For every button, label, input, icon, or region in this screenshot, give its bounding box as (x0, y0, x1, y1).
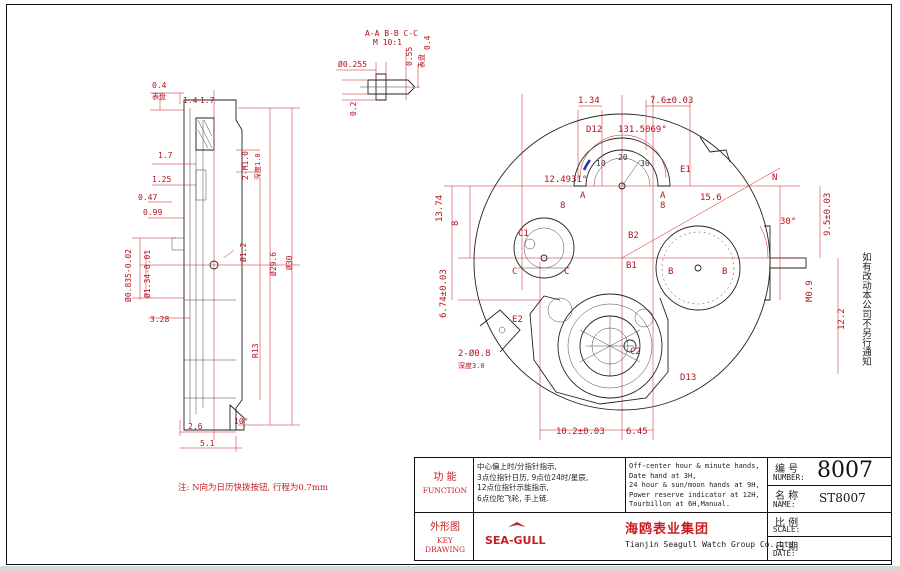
dim-8a: 8 (560, 201, 565, 211)
dim-13-74: 13.74 (435, 195, 445, 222)
dim-0-2: 0.2 (349, 101, 358, 116)
dim-1-34: 1.34 (578, 96, 600, 106)
dim-dial-label: 表盘 (152, 92, 166, 101)
side-note: 如有改动本公司不另行通知 (860, 252, 871, 366)
dim-30-deg: 30° (780, 217, 796, 227)
dim-5-1: 5.1 (200, 439, 215, 448)
dim-6-74: 6.74±0.03 (439, 269, 449, 318)
section-detail: A-A B-B C-C M 10:1 Ø0.255 0.55 0.4 0.2 表… (336, 29, 432, 116)
dim-10-deg: 10° (234, 417, 248, 426)
dim-angle-12: 12.4931° (544, 175, 587, 185)
dim-9-5: 9.5±0.03 (823, 193, 833, 236)
svg-text:30: 30 (640, 159, 650, 168)
company-en: Tianjin Seagull Watch Group Co.,Ltd (625, 540, 794, 549)
bottom-scrollbar-strip (0, 566, 900, 571)
label-n: N (772, 173, 777, 183)
description-cn: 中心偏上时/分指针指示, 3点位指针日历, 9点位24时/星辰, 12点位指针示… (477, 462, 589, 503)
function-cn: 功 能 (433, 472, 457, 483)
svg-text:10: 10 (596, 159, 606, 168)
scale-en: SCALE: (773, 525, 801, 534)
title-block: 功 能 FUNCTION 中心偏上时/分指针指示, 3点位指针日历, 9点位24… (414, 457, 892, 561)
dim-0-99: 0.99 (143, 208, 162, 217)
key-drawing-en: KEY DRAWING (425, 536, 465, 554)
dim-1-25: 1.25 (152, 175, 171, 184)
number-en: NUMBER: (773, 473, 805, 482)
number-value: 8007 (817, 458, 873, 483)
label-a-left: A (580, 191, 586, 201)
date-en: DATE: (773, 549, 796, 558)
company-cn: 海鸥表业集团 (625, 522, 710, 537)
dim-angle-131: 131.5069° (618, 125, 667, 135)
dim-10-2: 10.2±0.03 (556, 427, 605, 437)
dim-depth: 深度1.0 (253, 153, 262, 180)
dim-8c: 8 (451, 221, 461, 226)
dim-d0-835: Ø0.835-0.02 (123, 249, 133, 302)
dim-r13: R13 (251, 343, 260, 358)
drawing-frame (6, 4, 892, 565)
number-cn: 编 号 (775, 464, 799, 475)
dim-12-2: 12.2 (837, 308, 847, 330)
label-c1: C1 (518, 229, 529, 239)
dim-2-6: 2.6 (188, 422, 203, 431)
label-d13: D13 (680, 373, 696, 383)
label-b2: B2 (628, 231, 639, 241)
n-button-note: 注: N向为日历快拨按钮, 行程为0.7mm (178, 483, 329, 493)
label-c2: C2 (630, 347, 641, 357)
scale-cn: 比 例 (775, 518, 799, 529)
dim-d29-6: Ø29.6 (268, 252, 278, 276)
dim-0-4s: 0.4 (423, 35, 432, 50)
svg-text:20: 20 (618, 153, 628, 162)
dim-d0-255: Ø0.255 (338, 59, 367, 69)
function-en: FUNCTION (422, 486, 468, 495)
section-label-line1: A-A B-B C-C (365, 29, 418, 38)
dim-0-55: 0.55 (405, 47, 414, 66)
dim-2-d0-8: 2-Ø0.8 (458, 348, 491, 359)
label-c-left: C (512, 267, 517, 277)
brand-text: SEA-GULL (485, 534, 546, 547)
dim-d1-34: Ø1.34-0.01 (142, 250, 152, 298)
date-cn: 日 期 (775, 542, 799, 553)
dim-d30: Ø30 (284, 255, 294, 270)
key-drawing-cn: 外形图 (430, 522, 460, 533)
dim-m0-9: M0.9 (805, 280, 815, 302)
side-view: 0.4 表盘 1.4 1.7 1.7 1.25 0.47 0.99 Ø0.835… (123, 81, 300, 452)
dim-1-7b: 1.7 (158, 151, 173, 160)
dim-d1-2: Ø1.2 (238, 243, 248, 262)
dim-7-6: 7.6±0.03 (650, 96, 693, 106)
dim-0-4: 0.4 (152, 81, 167, 90)
label-a-right: A (660, 191, 666, 201)
name-value: ST8007 (819, 491, 866, 505)
label-b1: B1 (626, 261, 637, 271)
label-e2: E2 (512, 315, 523, 325)
dial-view: 10 20 30 1.34 7.6±0.03 (435, 94, 847, 440)
label-d12: D12 (586, 125, 602, 135)
dim-0-47: 0.47 (138, 193, 157, 202)
dim-8b: 8 (660, 201, 665, 211)
label-b-right: B (722, 267, 727, 277)
dim-1-4: 1.4 (183, 96, 198, 105)
dim-depth-3: 深度3.0 (458, 361, 485, 370)
dim-6-45: 6.45 (626, 427, 648, 437)
section-label-line2: M 10:1 (373, 38, 402, 47)
dim-dial-s: 表盘 (417, 54, 426, 68)
dim-15-6: 15.6 (700, 193, 722, 203)
dim-1-7a: 1.7 (200, 96, 215, 105)
label-c-right: C (564, 267, 569, 277)
label-b-left: B (668, 267, 673, 277)
name-en: NAME: (773, 500, 796, 509)
label-e1: E1 (680, 165, 691, 175)
dim-2-m1: 2-M1.0 (241, 151, 250, 180)
description-en: Off-center hour & minute hands, Date han… (629, 462, 760, 508)
name-cn: 名 称 (775, 491, 799, 502)
seagull-icon (508, 522, 526, 527)
seagull-logo: SEA-GULL (481, 518, 557, 556)
dim-3-28: 3.28 (150, 315, 169, 324)
